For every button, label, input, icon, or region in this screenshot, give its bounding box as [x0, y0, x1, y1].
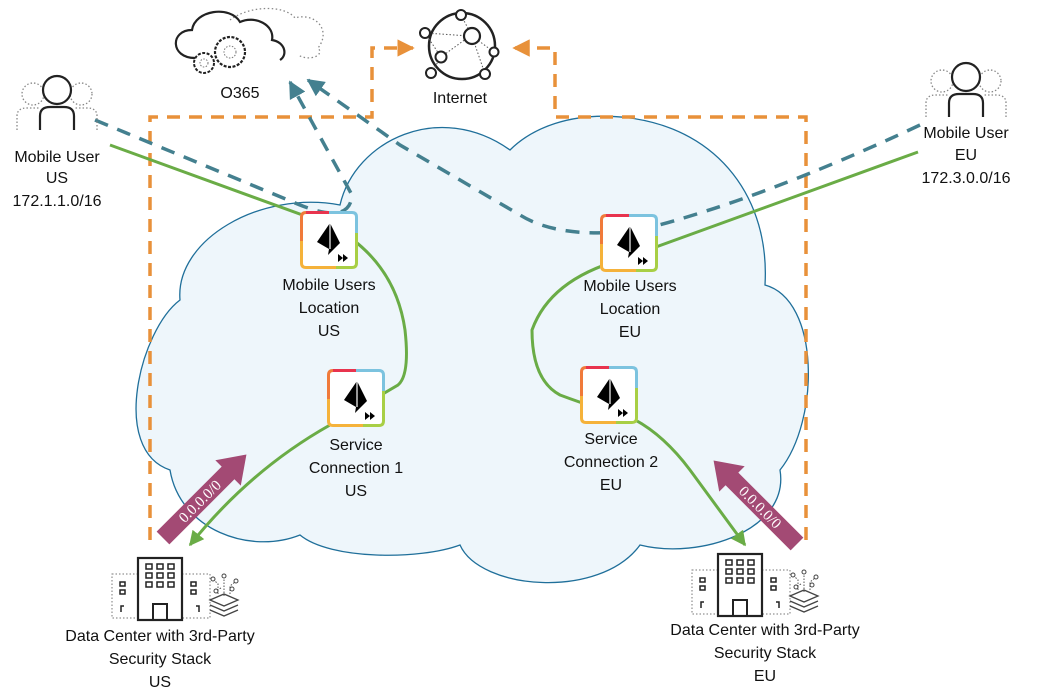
globe-network-icon: [419, 9, 500, 81]
mobile-users-location-us: Mobile Users Location US: [282, 209, 376, 340]
mobile-user-eu-subnet: 172.3.0.0/16: [922, 170, 1011, 187]
prisma-access-icon: [598, 212, 660, 274]
mobile-user-us-line1: Mobile User: [14, 149, 100, 166]
mu-location-eu-line1: Mobile Users: [583, 278, 676, 295]
dc-eu-line2: Security Stack: [714, 645, 817, 662]
service-conn-2-line2: Connection 2: [564, 454, 658, 471]
internet-label: Internet: [433, 90, 488, 107]
mobile-users-location-eu: Mobile Users Location EU: [583, 212, 677, 341]
prisma-access-icon: [578, 364, 640, 426]
service-conn-1-line3: US: [345, 483, 367, 500]
user-path-eu: [530, 150, 919, 547]
o365-node: O365: [174, 7, 324, 102]
internet-node: Internet: [419, 9, 500, 107]
dc-eu-line1: Data Center with 3rd-Party: [670, 622, 859, 639]
dc-us-line1: Data Center with 3rd-Party: [65, 628, 254, 645]
user-group-icon: [15, 74, 99, 132]
mobile-user-us: Mobile User US 172.1.1.0/16: [13, 74, 102, 210]
datacenter-icon: [110, 556, 240, 622]
prisma-access-icon: [298, 209, 360, 271]
service-conn-1-line1: Service: [329, 437, 382, 454]
dc-us-line3: US: [149, 674, 171, 691]
datacenter-icon: [690, 552, 820, 618]
service-conn-2-line1: Service: [584, 431, 637, 448]
internet-path: [148, 39, 415, 540]
data-center-us: Data Center with 3rd-Party Security Stac…: [65, 556, 255, 691]
mu-location-us-line3: US: [318, 323, 340, 340]
o365-path-eu: [306, 78, 921, 235]
mu-location-eu-line3: EU: [619, 324, 641, 341]
internet-path-eu: [512, 39, 808, 540]
service-conn-2-line3: EU: [600, 477, 622, 494]
mobile-user-us-line2: US: [46, 170, 68, 187]
cloud-gears-icon: [174, 7, 324, 74]
prisma-access-cloud: [135, 115, 809, 584]
service-connection-1: Service Connection 1 US: [309, 367, 403, 500]
mobile-user-eu: Mobile User EU 172.3.0.0/16: [922, 61, 1011, 187]
mobile-user-us-subnet: 172.1.1.0/16: [13, 193, 102, 210]
mobile-user-eu-line2: EU: [955, 147, 977, 164]
service-connection-2: Service Connection 2 EU: [564, 364, 658, 494]
o365-label: O365: [220, 85, 259, 102]
service-conn-1-line2: Connection 1: [309, 460, 403, 477]
user-path-us: [109, 143, 408, 547]
o365-path-us: [94, 80, 354, 215]
dc-eu-line3: EU: [754, 668, 776, 685]
mu-location-eu-line2: Location: [600, 301, 661, 318]
data-center-eu: Data Center with 3rd-Party Security Stac…: [670, 552, 860, 685]
mu-location-us-line1: Mobile Users: [282, 277, 375, 294]
mobile-user-eu-line1: Mobile User: [923, 125, 1009, 142]
mu-location-us-line2: Location: [299, 300, 360, 317]
user-group-icon: [924, 61, 1008, 119]
prisma-access-icon: [325, 367, 387, 429]
dc-us-line2: Security Stack: [109, 651, 212, 668]
